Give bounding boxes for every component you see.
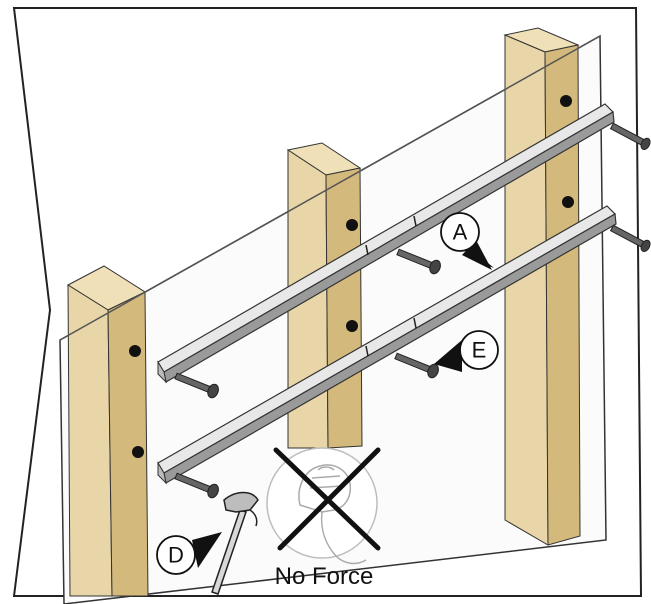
hole-dot <box>560 95 572 107</box>
no-force-caption: No Force <box>275 563 374 590</box>
hole-dot <box>562 196 574 208</box>
hole-dot <box>346 219 358 231</box>
callout-d-label: D <box>168 543 184 568</box>
stud-left <box>68 266 148 596</box>
no-force-warning: No Force <box>267 448 378 590</box>
callout-a-label: A <box>453 220 468 245</box>
hole-dot <box>129 345 141 357</box>
hole-dot <box>346 320 358 332</box>
callout-e-label: E <box>472 338 487 363</box>
hole-dot <box>132 446 144 458</box>
